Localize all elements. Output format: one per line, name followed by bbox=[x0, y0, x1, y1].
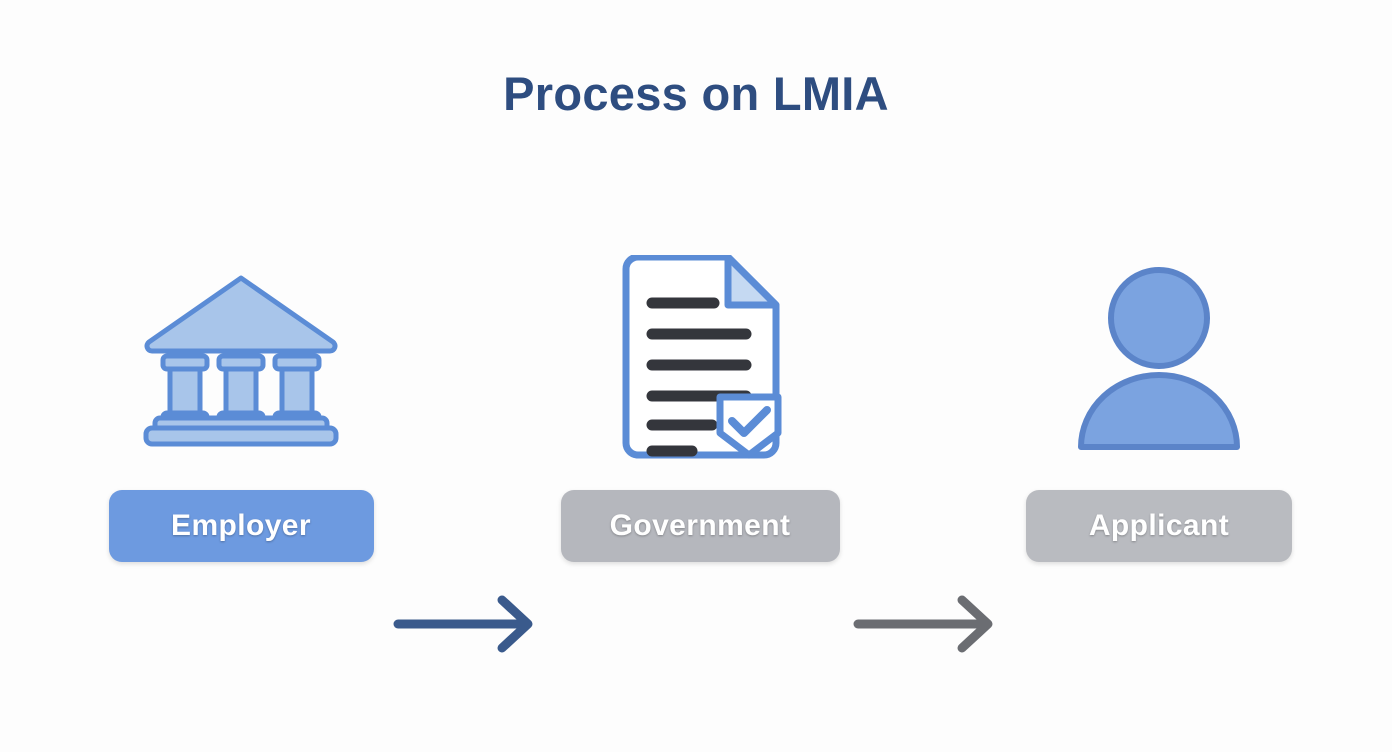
document-text-lines bbox=[646, 297, 752, 457]
arrow-right-icon-government-to-applicant bbox=[850, 588, 1010, 658]
flow-node-applicant: Applicant bbox=[989, 255, 1329, 585]
flow-node-government: Government bbox=[530, 255, 870, 585]
flow-node-employer: Employer bbox=[71, 255, 411, 585]
node-label-applicant[interactable]: Applicant bbox=[1026, 490, 1292, 562]
node-label-government[interactable]: Government bbox=[560, 490, 840, 562]
document-with-shield-check-icon bbox=[590, 255, 810, 460]
document-fold bbox=[724, 255, 780, 309]
node-label-employer[interactable]: Employer bbox=[108, 490, 374, 562]
person-head bbox=[1108, 266, 1210, 369]
arrow-right-icon-employer-to-government bbox=[390, 588, 550, 658]
shield-check-badge bbox=[716, 393, 782, 459]
page-title: Process on LMIA bbox=[503, 67, 889, 120]
person-icon bbox=[1049, 255, 1269, 460]
process-flow: Employer bbox=[0, 255, 1392, 653]
bank-building-icon bbox=[131, 255, 351, 460]
person-body bbox=[1078, 371, 1240, 450]
